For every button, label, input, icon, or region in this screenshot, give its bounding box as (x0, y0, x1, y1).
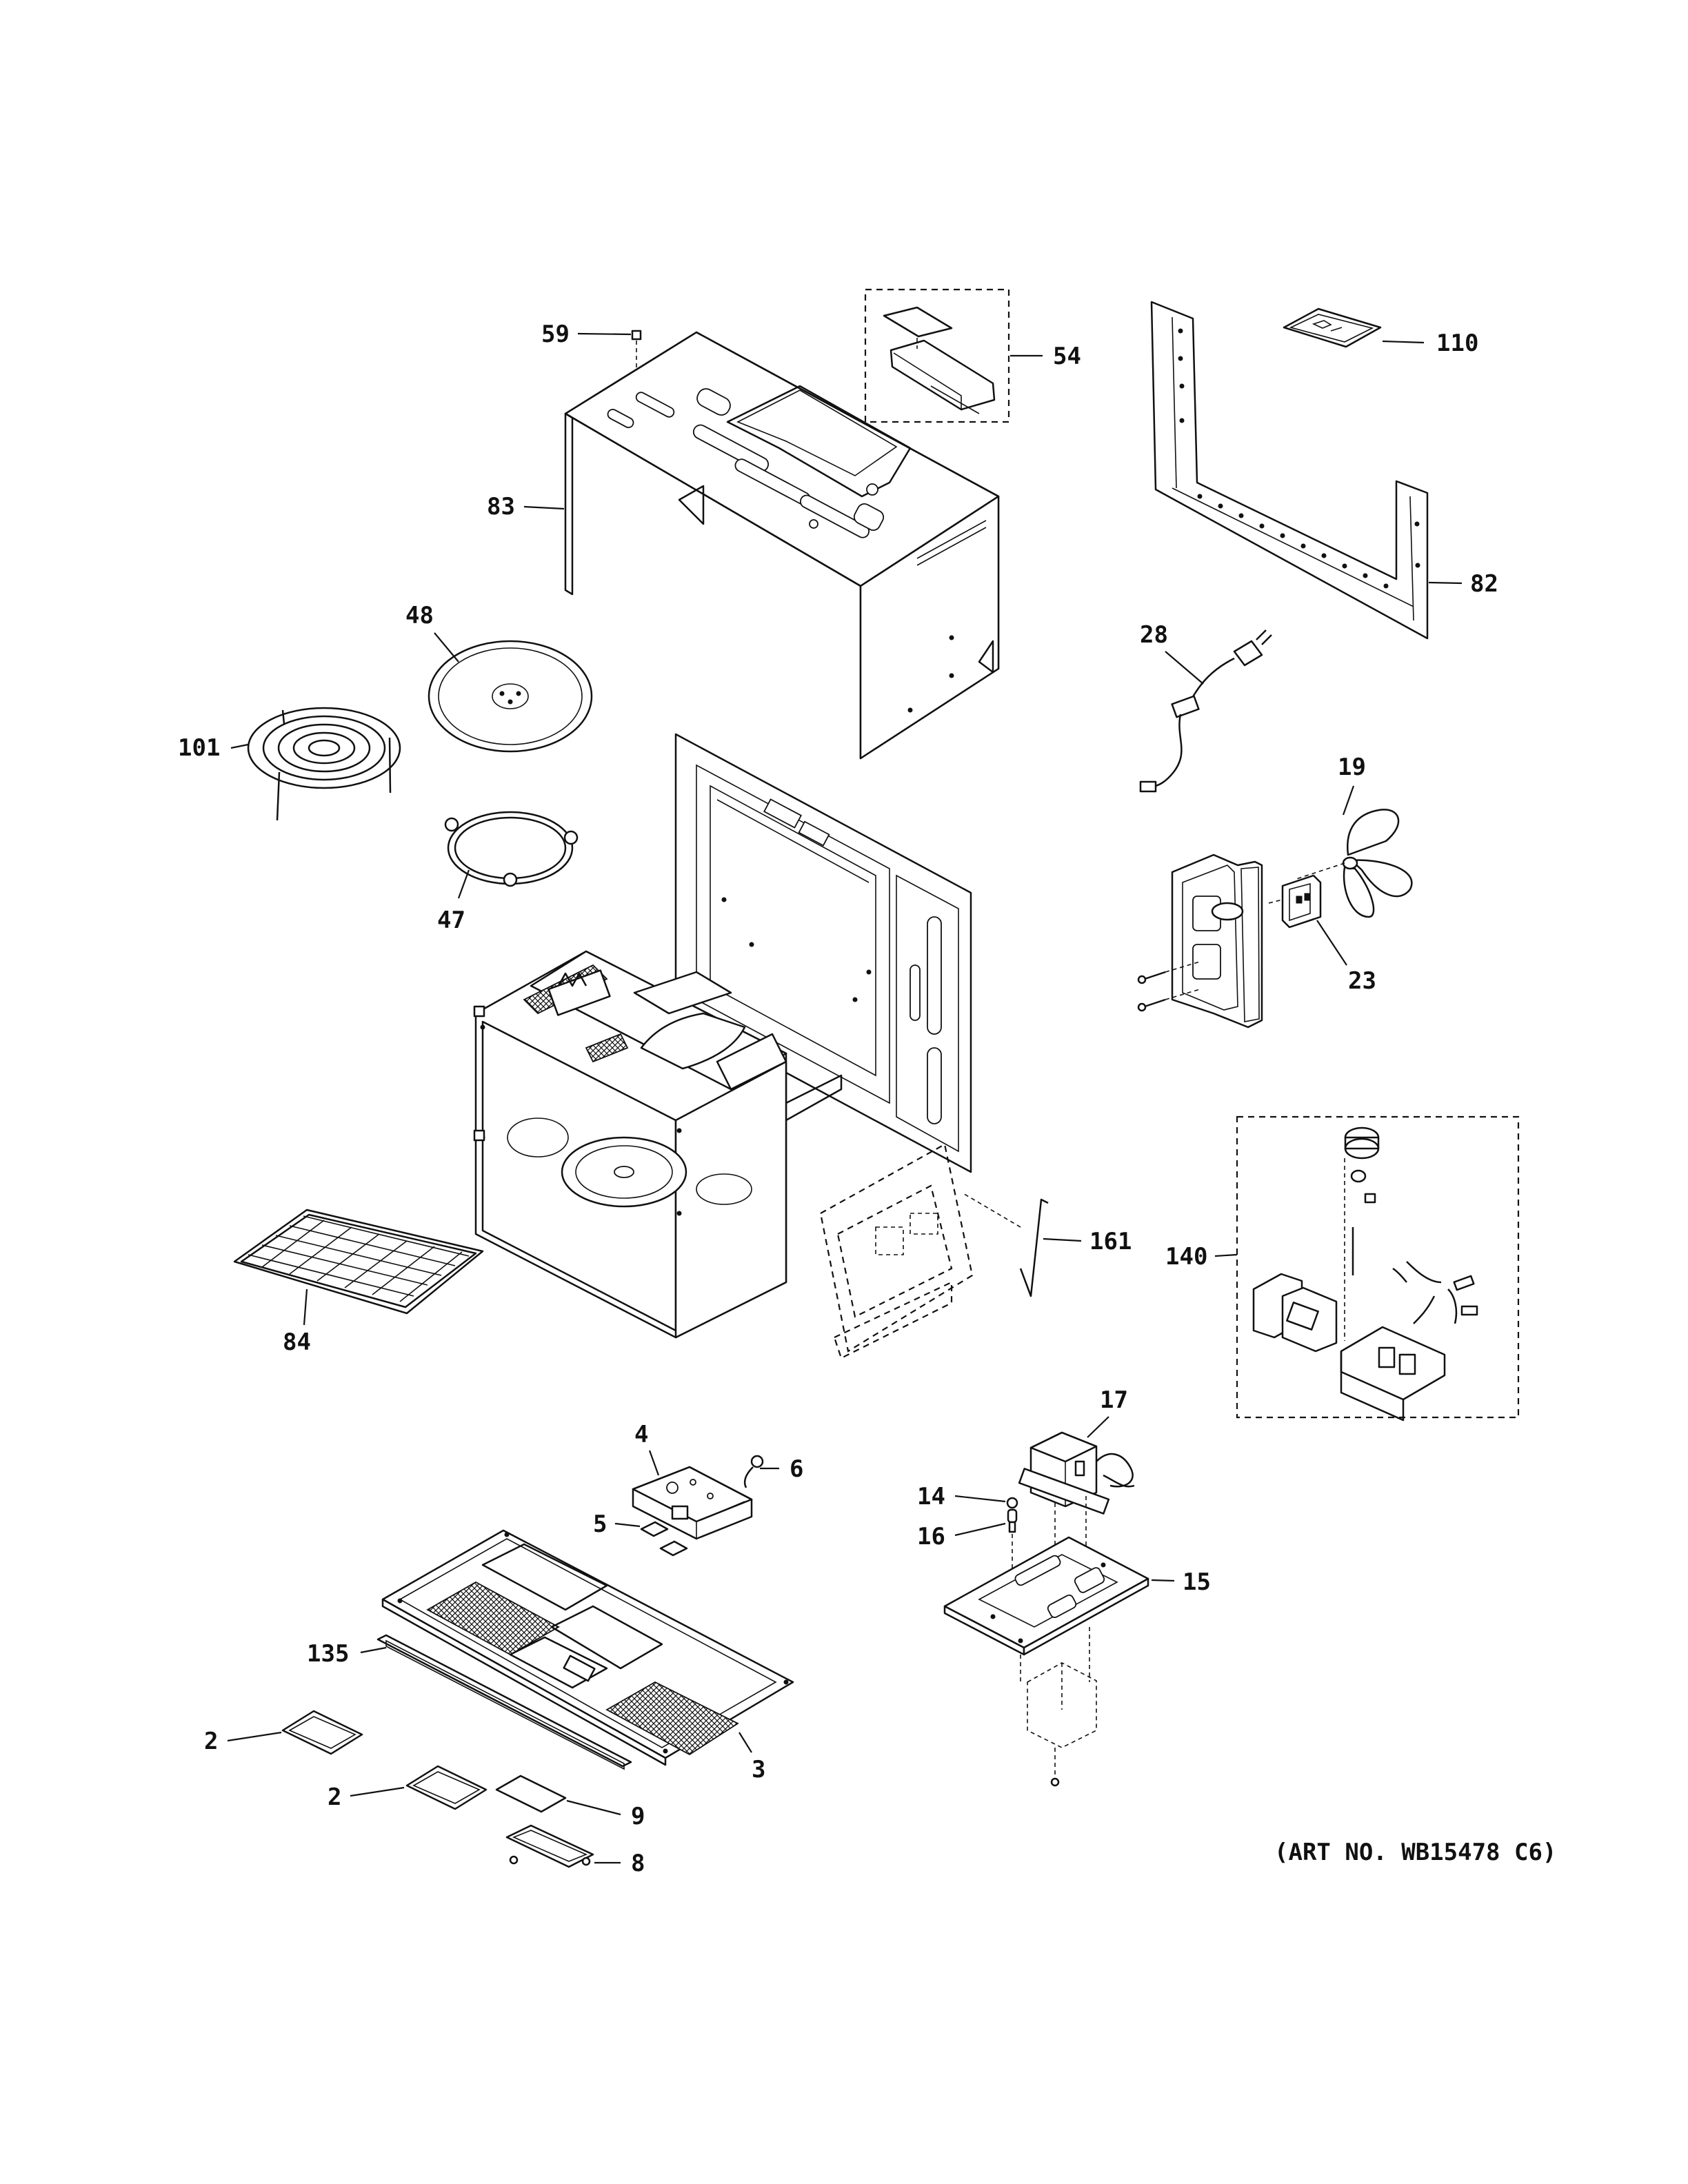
callout-2b: 2 (328, 1783, 341, 1811)
callout-54: 54 (1053, 343, 1081, 370)
part-turntable-tray-48 (428, 640, 593, 753)
callout-28: 28 (1140, 621, 1168, 649)
part-mounting-plate-82 (1150, 301, 1429, 640)
part-roller-ring-47 (444, 811, 579, 887)
callout-84: 84 (283, 1328, 311, 1356)
callout-135: 135 (307, 1640, 349, 1668)
part-control-panel-ghost (819, 1143, 974, 1359)
art-number: (ART NO. WB15478 C6) (1274, 1839, 1556, 1866)
callout-14: 14 (917, 1483, 945, 1510)
part-power-cord-28 (1139, 629, 1272, 793)
oven-rack-wires (248, 1215, 470, 1302)
part-lamp-6 (743, 1455, 764, 1488)
part-cavity-front (674, 733, 972, 1173)
callout-9: 9 (631, 1803, 645, 1830)
callout-2a: 2 (204, 1728, 218, 1755)
callout-47: 47 (437, 907, 465, 934)
part-fan-motor-23 (1137, 853, 1322, 1029)
part-outer-case-83 (564, 331, 1000, 760)
callout-6: 6 (790, 1455, 803, 1483)
callout-17: 17 (1100, 1386, 1128, 1414)
part-lamp-housing-4 (632, 1466, 753, 1540)
callout-101: 101 (178, 734, 220, 762)
part-lens-5 (640, 1521, 688, 1557)
callout-23: 23 (1348, 967, 1376, 995)
part-transformer-17 (1018, 1431, 1135, 1572)
part-grease-filter-2b (405, 1765, 488, 1810)
callout-15: 15 (1183, 1568, 1211, 1596)
callout-4: 4 (634, 1421, 648, 1448)
callout-8: 8 (631, 1850, 645, 1877)
part-front-trim-135 (376, 1634, 632, 1770)
part-filter-cover-8 (505, 1824, 594, 1868)
part-nameplate-110 (1283, 307, 1382, 348)
part-charcoal-filter-9 (495, 1775, 567, 1813)
part-oven-rack-84 (233, 1209, 484, 1315)
callout-140: 140 (1165, 1243, 1207, 1271)
callout-59: 59 (541, 321, 570, 348)
part-heater-element-101 (247, 707, 401, 821)
part-oven-cavity (473, 950, 843, 1339)
callout-83: 83 (487, 493, 515, 520)
part-capacitor-holder-14 (1006, 1497, 1018, 1509)
part-damper-assembly-140 (1236, 1115, 1520, 1422)
part-bottom-plate-3 (381, 1529, 794, 1766)
callout-3: 3 (752, 1756, 765, 1783)
part-fan-blade-19 (1296, 809, 1413, 918)
callout-19: 19 (1338, 754, 1366, 781)
part-grease-filter-2a (281, 1710, 363, 1755)
callout-161: 161 (1089, 1228, 1132, 1255)
callout-110: 110 (1436, 330, 1478, 357)
leader-lines (227, 332, 1463, 1864)
callout-16: 16 (917, 1523, 945, 1550)
callout-82: 82 (1470, 570, 1498, 598)
callout-5: 5 (593, 1510, 607, 1538)
part-base-plate-15 (943, 1536, 1149, 1787)
mounting-plate-holes (1178, 328, 1420, 589)
callout-48: 48 (405, 602, 434, 629)
part-wire-clip-161 (961, 1192, 1049, 1297)
callout-labels: 59 54 110 83 82 48 28 101 19 47 23 140 1… (178, 321, 1556, 1877)
